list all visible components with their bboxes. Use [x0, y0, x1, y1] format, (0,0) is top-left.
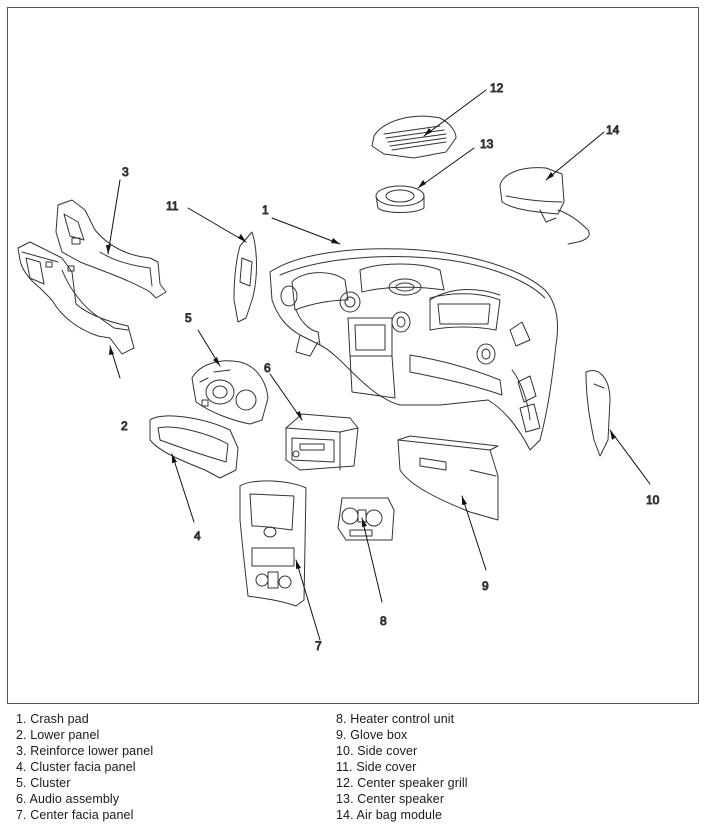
callout-7: 7 — [315, 639, 322, 653]
legend-column-right: 8. Heater control unit 9. Glove box 10. … — [336, 711, 468, 823]
callout-4: 4 — [194, 529, 201, 543]
legend-item: 12. Center speaker grill — [336, 776, 468, 790]
callout-11: 11 — [166, 199, 179, 213]
legend-item: 2. Lower panel — [16, 728, 100, 742]
callout-13: 13 — [480, 137, 494, 151]
legend-column-left: 1. Crash pad 2. Lower panel 3. Reinforce… — [16, 711, 153, 823]
legend-item: 5. Cluster — [16, 776, 71, 790]
callout-labels: 1 2 3 4 5 6 7 8 9 10 11 12 13 14 — [121, 81, 661, 654]
legend-item: 9. Glove box — [336, 728, 408, 742]
audio-assembly-part — [285, 413, 359, 471]
legend-item: 8. Heater control unit — [336, 712, 455, 726]
glove-box-part — [397, 435, 499, 521]
center-facia-panel-part — [239, 480, 307, 607]
reinforce-lower-panel-part — [55, 199, 167, 299]
center-speaker-part — [375, 185, 425, 213]
parts-legend: 1. Crash pad 2. Lower panel 3. Reinforce… — [16, 711, 696, 827]
callout-1: 1 — [262, 203, 269, 217]
center-speaker-grill-part — [371, 115, 457, 159]
callout-8: 8 — [380, 614, 387, 628]
legend-item: 11. Side cover — [336, 760, 417, 774]
callout-10: 10 — [646, 493, 660, 507]
callout-14: 14 — [606, 123, 620, 137]
callout-3: 3 — [122, 165, 129, 179]
lower-panel-part — [17, 241, 135, 355]
leader-lines — [107, 89, 651, 641]
cluster-facia-panel-part — [149, 415, 239, 479]
crash-pad-part — [269, 248, 559, 451]
callout-5: 5 — [185, 311, 192, 325]
side-cover-right-part — [585, 370, 611, 457]
legend-item: 14. Air bag module — [336, 808, 443, 822]
legend-item: 3. Reinforce lower panel — [16, 744, 154, 758]
callout-9: 9 — [482, 579, 489, 593]
legend-item: 10. Side cover — [336, 744, 418, 758]
legend-item: 13. Center speaker — [336, 792, 445, 806]
callout-2: 2 — [121, 419, 128, 433]
heater-control-unit-part — [337, 497, 395, 541]
cluster-part — [191, 360, 269, 425]
legend-item: 7. Center facia panel — [16, 808, 134, 822]
air-bag-module-part — [499, 167, 590, 245]
side-cover-left-part — [233, 231, 257, 323]
callout-12: 12 — [490, 81, 504, 95]
legend-item: 6. Audio assembly — [16, 792, 120, 806]
callout-6: 6 — [264, 361, 271, 375]
diagram-frame — [7, 7, 699, 704]
leader-arrowheads — [106, 128, 616, 569]
legend-item: 1. Crash pad — [16, 712, 89, 726]
legend-item: 4. Cluster facia panel — [16, 760, 136, 774]
